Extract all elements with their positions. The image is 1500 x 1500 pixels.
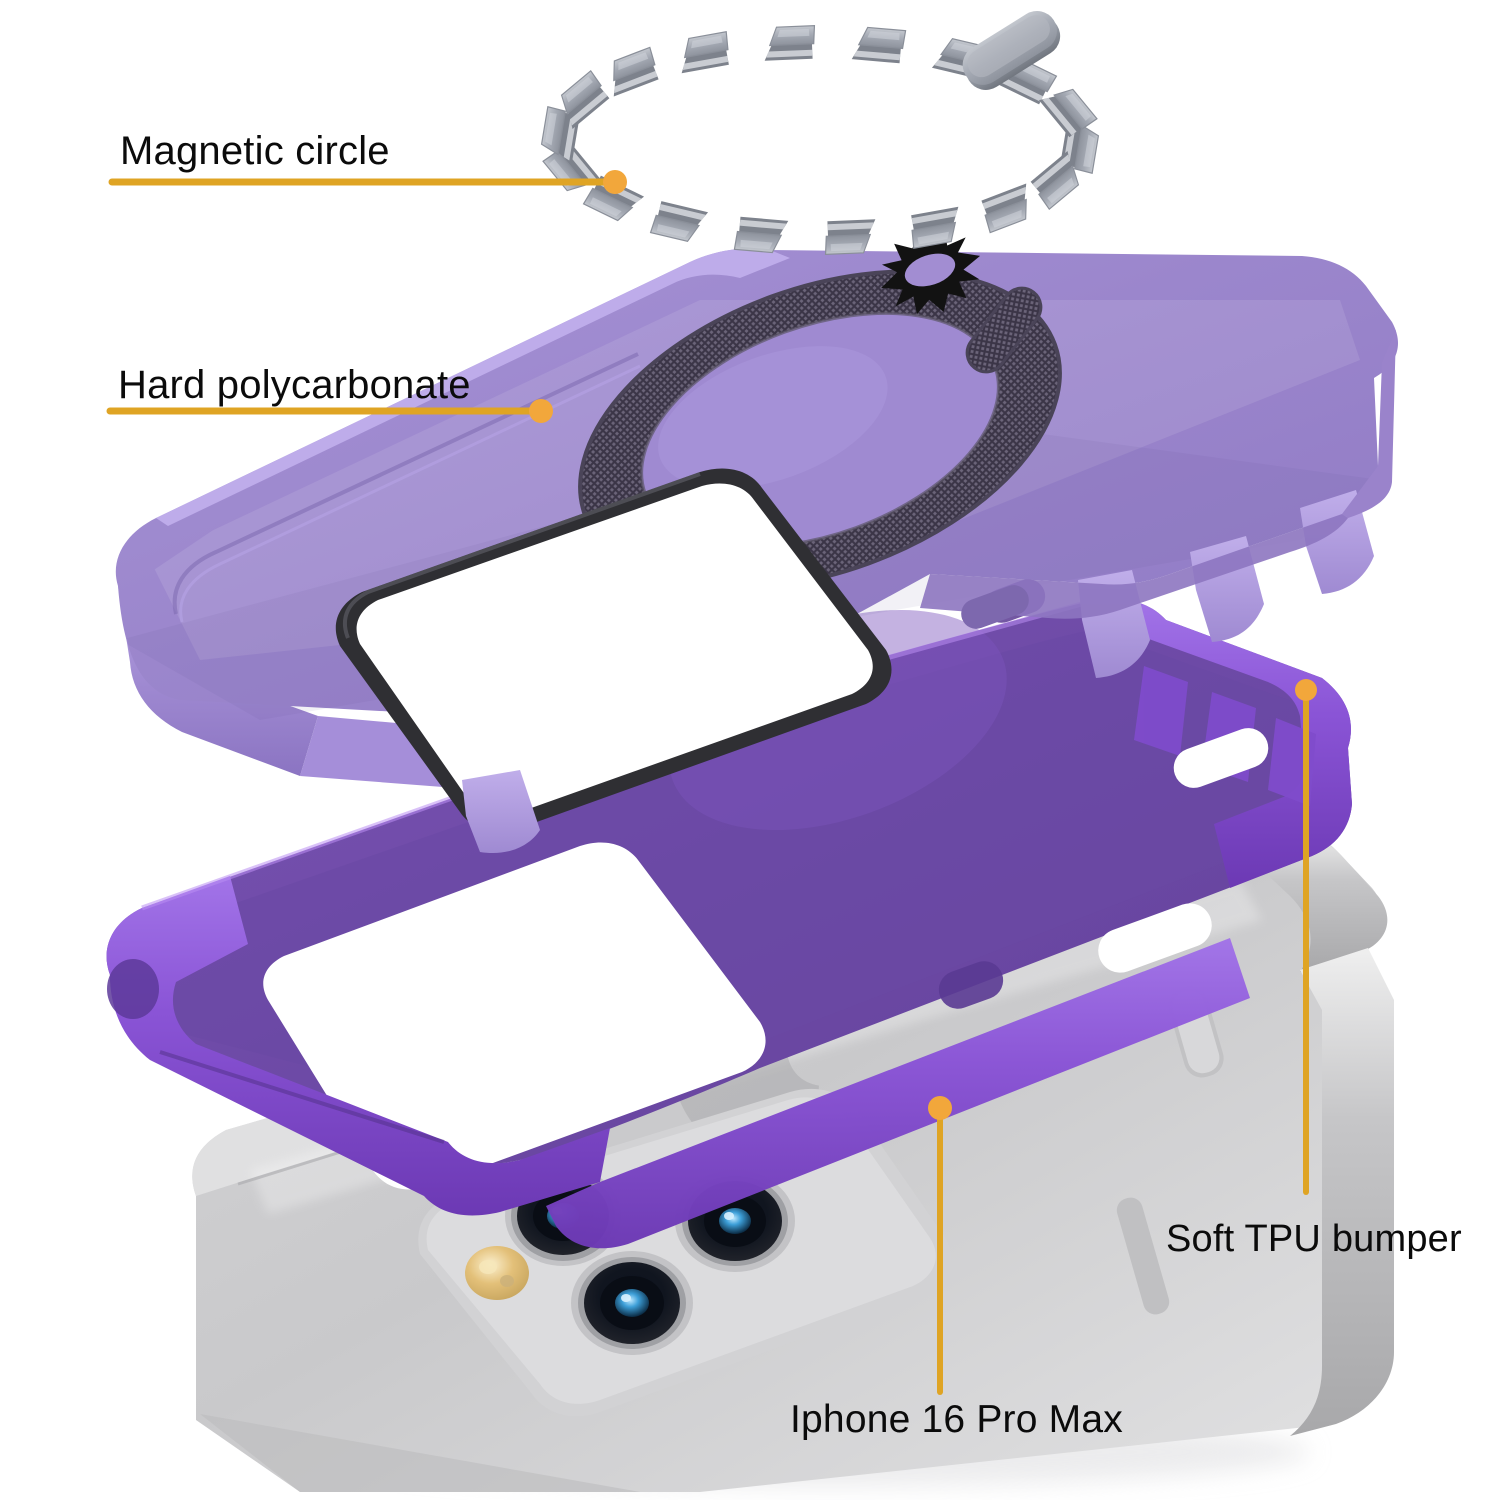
leader-lines bbox=[106, 170, 1317, 1395]
alignment-magnet bbox=[962, 10, 1061, 90]
magnet-segment bbox=[824, 219, 876, 256]
volume-button bbox=[1116, 1197, 1170, 1315]
soft-tpu-bumper bbox=[106, 579, 1352, 1249]
camera-lens bbox=[571, 1251, 693, 1355]
magnet-segment bbox=[764, 24, 816, 61]
starburst-mark bbox=[881, 227, 981, 315]
hard-polycarbonate-shell bbox=[115, 227, 1398, 854]
leader-iphone bbox=[928, 1096, 952, 1395]
magnet-segment bbox=[681, 31, 729, 74]
leader-magnetic-circle bbox=[108, 170, 627, 194]
magnet-segment bbox=[911, 206, 959, 249]
magnet-segment bbox=[613, 46, 659, 97]
alignment-notch bbox=[965, 286, 1043, 374]
magnetic-ring bbox=[540, 10, 1100, 256]
leader-hard-polycarbonate bbox=[106, 399, 553, 423]
leader-soft-tpu-bumper bbox=[1295, 679, 1317, 1195]
label-iphone-16-pro-max: Iphone 16 Pro Max bbox=[790, 1398, 1123, 1441]
magnet-segment bbox=[560, 69, 610, 129]
magnet-segment bbox=[1038, 88, 1098, 138]
label-soft-tpu-bumper: Soft TPU bumper bbox=[1166, 1218, 1462, 1260]
magnet-segment bbox=[981, 183, 1027, 234]
magnet-segment bbox=[1030, 151, 1080, 211]
label-magnetic-circle: Magnetic circle bbox=[120, 129, 390, 173]
label-hard-polycarbonate: Hard polycarbonate bbox=[118, 363, 471, 407]
magnet-segment bbox=[851, 26, 907, 64]
magnet-segment bbox=[649, 201, 709, 242]
magnet-segment bbox=[733, 216, 789, 254]
camera-flash bbox=[465, 1246, 529, 1300]
camera-cutout bbox=[335, 468, 892, 832]
